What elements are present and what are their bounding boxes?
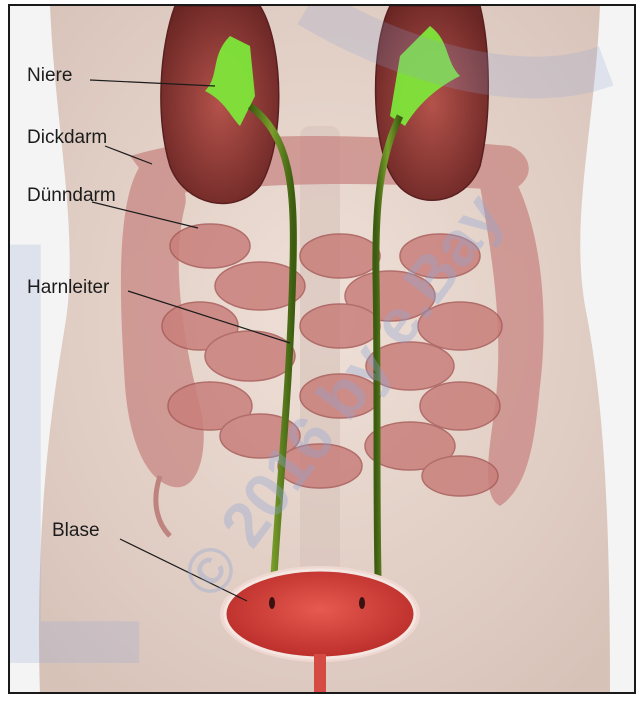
label-duenndarm: Dünndarm xyxy=(27,186,116,205)
label-niere: Niere xyxy=(27,66,72,85)
label-harnleiter: Harnleiter xyxy=(27,278,109,297)
diagram-frame: © 2016 by e.Bay Niere Dickdarm Dünndarm … xyxy=(8,4,636,694)
urethra xyxy=(314,654,326,694)
anatomy-illustration xyxy=(10,6,636,694)
kidney-right xyxy=(376,6,489,200)
kidney-left xyxy=(161,6,279,203)
label-blase: Blase xyxy=(52,521,100,540)
label-dickdarm: Dickdarm xyxy=(27,128,107,147)
